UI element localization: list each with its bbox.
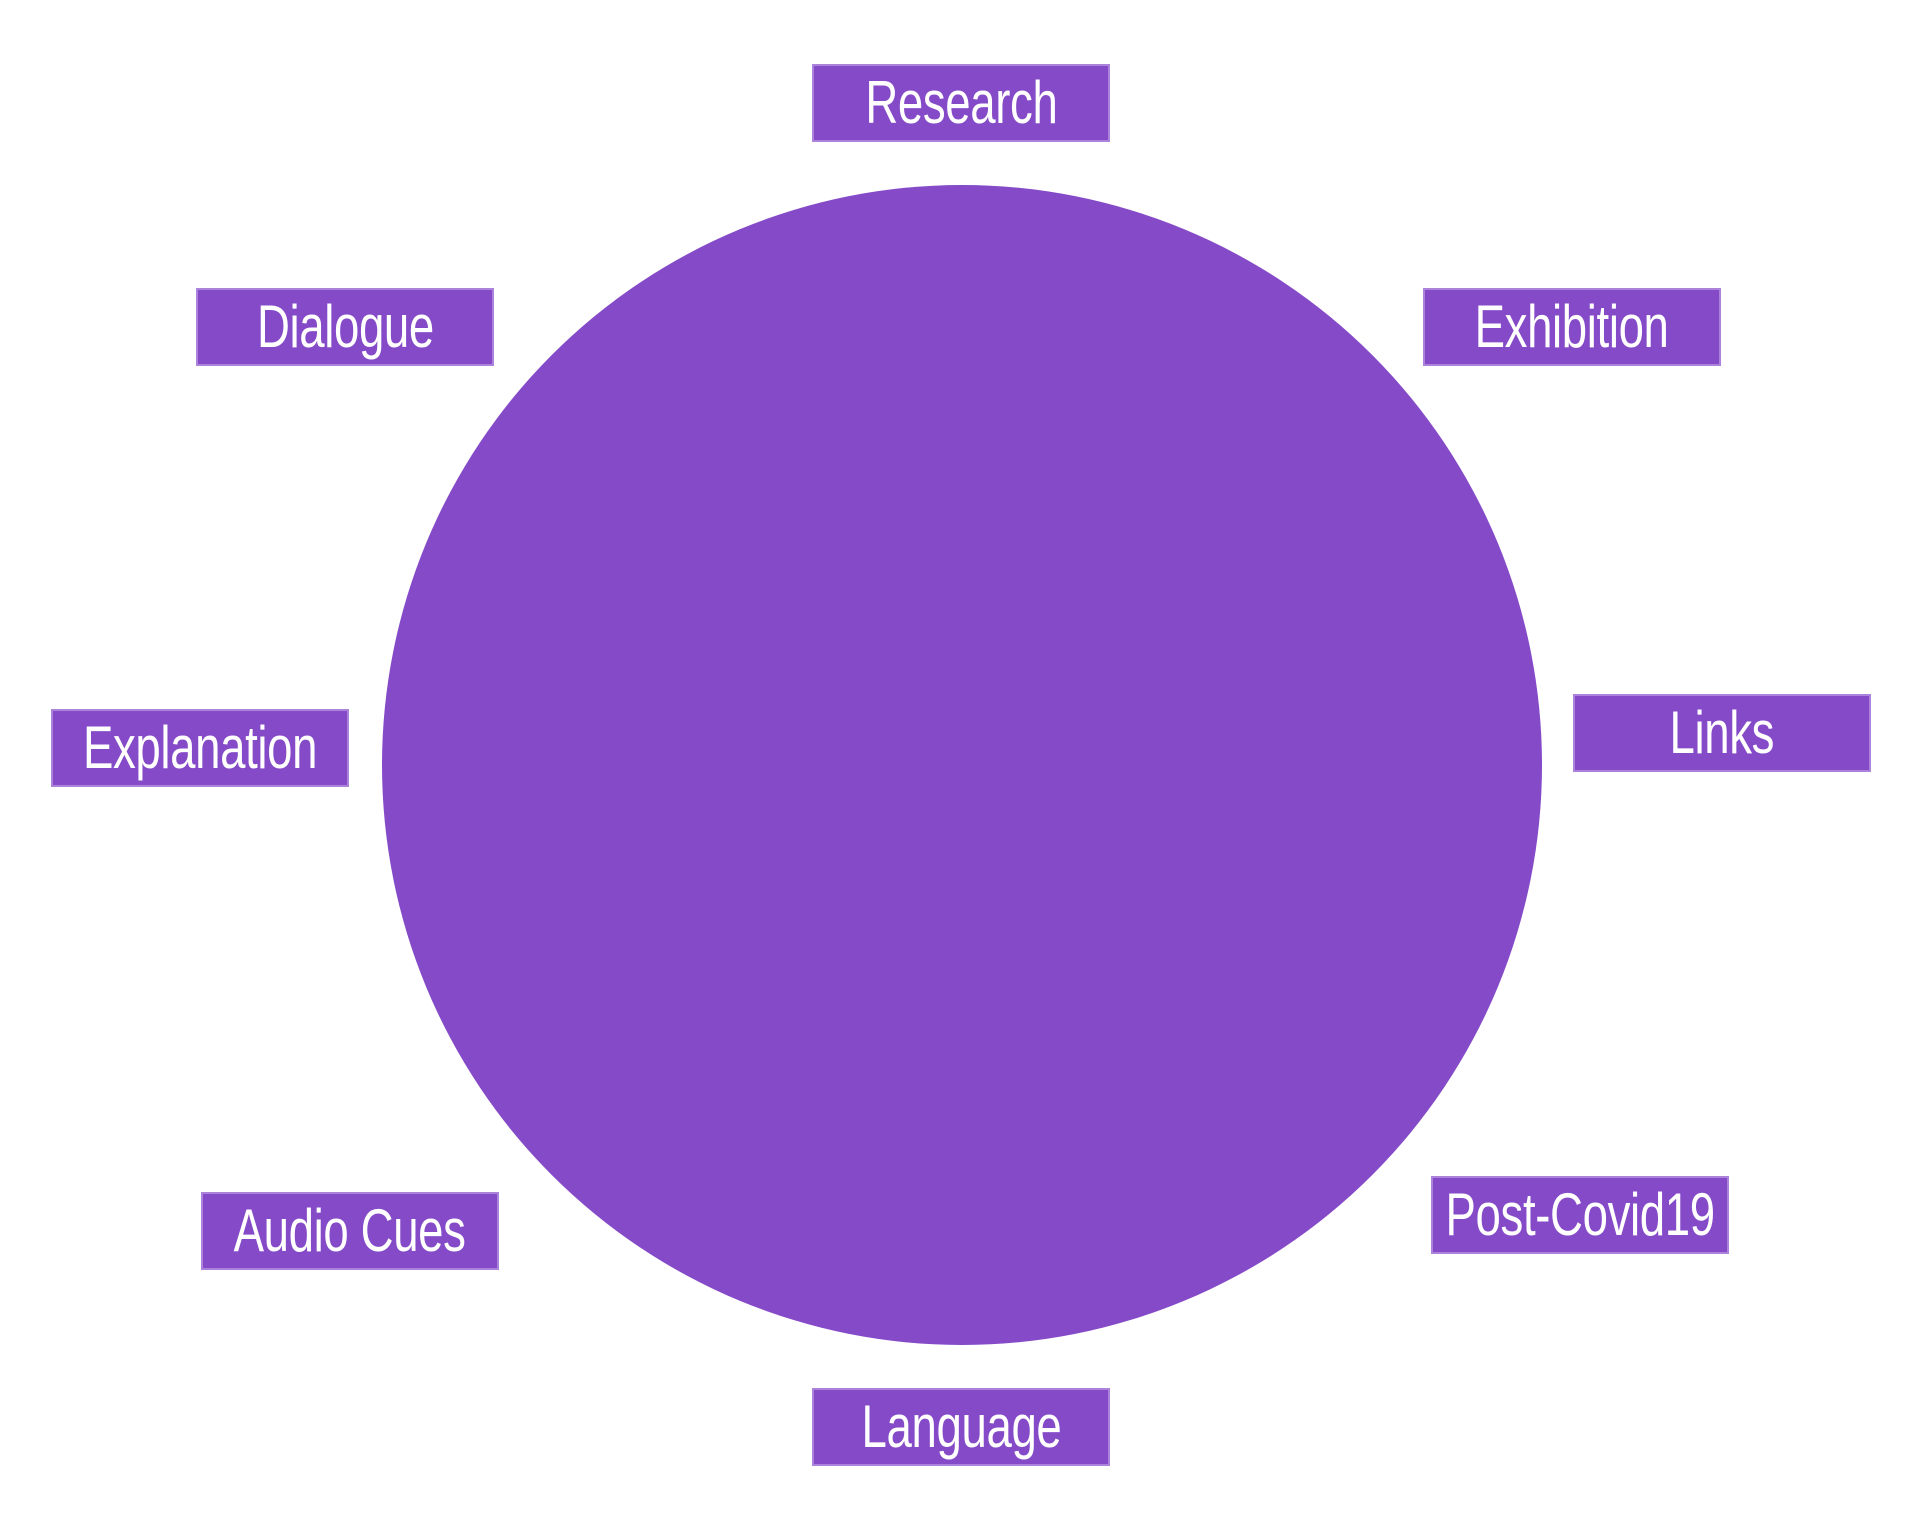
label-audio-cues: Audio Cues bbox=[201, 1192, 499, 1270]
label-explanation: Explanation bbox=[51, 709, 349, 787]
label-language-text: Language bbox=[861, 1393, 1061, 1460]
label-audio-cues-text: Audio Cues bbox=[234, 1197, 466, 1264]
label-exhibition-text: Exhibition bbox=[1475, 293, 1669, 360]
label-exhibition: Exhibition bbox=[1423, 288, 1721, 366]
label-post-covid19-text: Post-Covid19 bbox=[1445, 1181, 1715, 1248]
label-research-text: Research bbox=[864, 69, 1058, 136]
label-explanation-text: Explanation bbox=[82, 714, 318, 781]
central-circle bbox=[382, 185, 1542, 1345]
label-language: Language bbox=[812, 1388, 1110, 1466]
label-links-text: Links bbox=[1669, 699, 1775, 766]
label-post-covid19: Post-Covid19 bbox=[1431, 1176, 1729, 1254]
label-links: Links bbox=[1573, 694, 1871, 772]
label-dialogue: Dialogue bbox=[196, 288, 494, 366]
label-research: Research bbox=[812, 64, 1110, 142]
label-dialogue-text: Dialogue bbox=[256, 293, 434, 360]
